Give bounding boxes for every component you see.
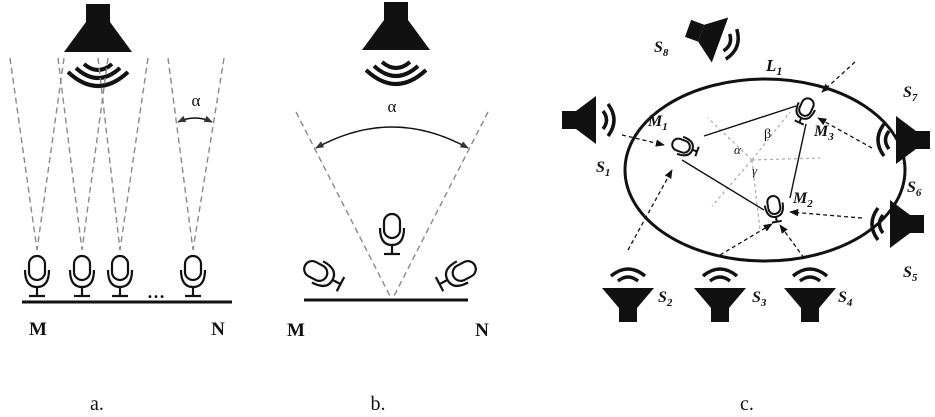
angle-sectors [707,111,821,231]
mic-label: M1 [647,113,668,133]
microphone-m2: M2 [762,190,813,225]
panel-a-caption: a. [90,393,104,415]
panel-b-angle-arc [315,126,469,149]
panel-a-angle-arc [177,115,213,123]
source-s7: S7 [903,84,918,104]
microphone-m1: M1 [647,113,702,161]
source-label: S1 [596,159,610,179]
panel-a-speaker-icon [62,2,134,88]
panel-a-label-m: M [29,319,47,340]
panel-a-angle-label: α [192,91,201,110]
source-s1: S1 [560,94,616,179]
source-label: S6 [907,179,922,199]
region-boundary [623,77,907,263]
panel-b-mic-icon [298,212,482,296]
angle-beta-label: β [764,127,771,142]
panel-c-caption: c. [740,393,754,415]
source-s6: S6 [876,114,932,199]
panel-b: α M N b. [287,0,489,415]
source-label: S3 [752,289,767,309]
panel-a: α … M N a. [9,2,232,415]
mic-connections [681,105,807,211]
source-label: S4 [838,289,853,309]
source-s2: S2 [600,267,673,324]
source-s3: S3 [692,267,767,324]
panel-c: L1 α β γ M1 M2 [560,4,932,415]
source-s4: S4 [782,267,853,324]
panel-a-label-n: N [211,319,225,340]
angle-gamma-label: γ [752,163,758,178]
panel-b-angle-label: α [388,97,397,116]
source-label: S7 [903,84,918,104]
region-label: L1 [765,56,782,78]
source-label: S2 [658,289,673,309]
source-label: S5 [903,264,918,284]
source-arrows [621,61,873,259]
source-s5: S5 [870,198,926,284]
panel-b-label-n: N [475,320,489,341]
panel-b-beam-lines [295,111,489,301]
source-label: S8 [654,39,669,59]
mic-label: M3 [813,123,834,143]
source-s8: S8 [654,4,747,71]
microphone-m3: M3 [790,94,834,143]
angle-alpha-label: α [734,142,742,157]
panel-a-mic-icon [23,254,207,298]
panel-a-beam-lines [9,57,225,251]
panel-a-ellipsis: … [147,282,165,302]
mic-label: M2 [792,190,813,210]
panel-b-label-m: M [287,320,305,341]
panel-b-speaker-icon [360,0,432,86]
panel-b-caption: b. [371,393,386,415]
